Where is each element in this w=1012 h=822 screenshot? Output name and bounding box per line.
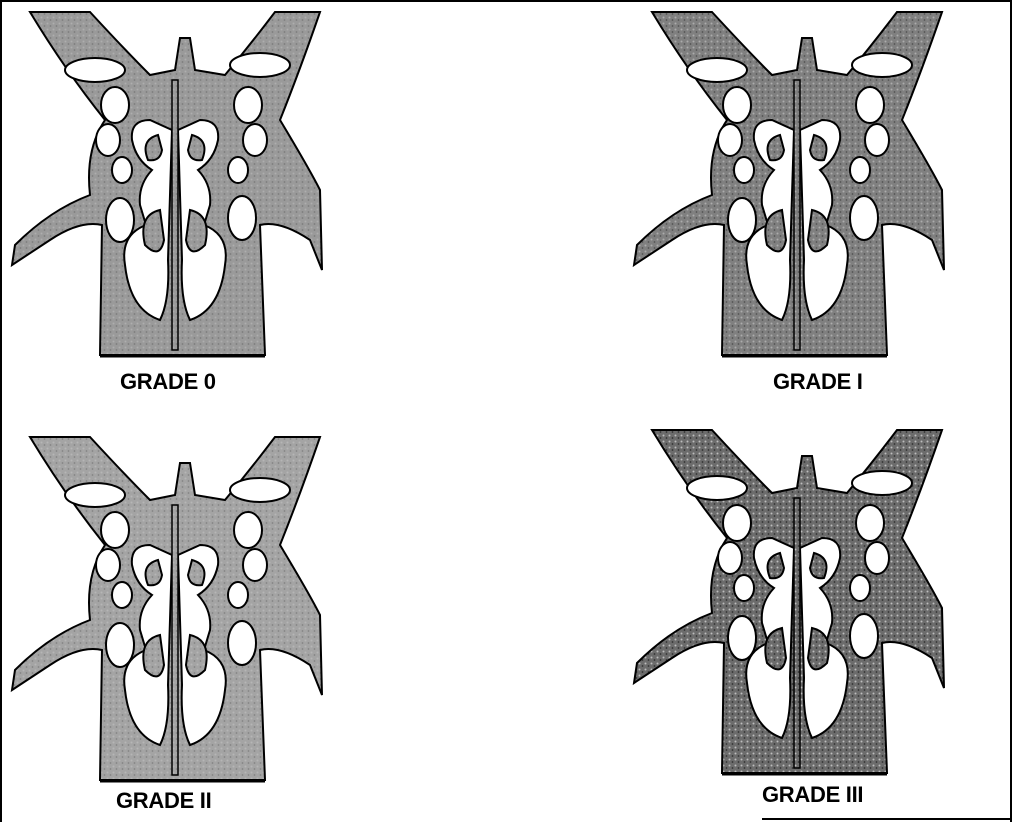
air-cell (850, 196, 878, 240)
air-cell (112, 157, 132, 183)
panel-grade-1 (632, 10, 952, 370)
air-cell (718, 124, 742, 156)
air-cell (230, 478, 290, 502)
air-cell (687, 58, 747, 82)
air-cell (96, 549, 120, 581)
air-cell (850, 575, 870, 601)
air-cell (718, 542, 742, 574)
sinus-diagram-grade-3 (632, 428, 952, 788)
air-cell (865, 124, 889, 156)
air-cell (228, 157, 248, 183)
nasal-septum (172, 80, 178, 350)
nasal-septum (794, 80, 800, 350)
air-cell (734, 575, 754, 601)
nasal-septum (172, 505, 178, 775)
bottom-rule (762, 818, 1010, 820)
air-cell (243, 124, 267, 156)
air-cell (687, 476, 747, 500)
panel-grade-2 (10, 435, 330, 795)
panel-grade-3 (632, 428, 952, 788)
sinus-diagram-grade-2 (10, 435, 330, 795)
air-cell (101, 87, 129, 123)
nasal-septum (794, 498, 800, 768)
air-cell (228, 621, 256, 665)
caption-grade-3: GRADE III (762, 782, 863, 808)
air-cell (65, 483, 125, 507)
caption-grade-1: GRADE I (773, 369, 863, 395)
air-cell (243, 549, 267, 581)
air-cell (230, 53, 290, 77)
air-cell (865, 542, 889, 574)
caption-grade-0: GRADE 0 (120, 369, 216, 395)
air-cell (228, 582, 248, 608)
sinus-diagram-grade-1 (632, 10, 952, 370)
caption-grade-2: GRADE II (116, 788, 211, 814)
sinus-diagram-grade-0 (10, 10, 330, 370)
air-cell (734, 157, 754, 183)
air-cell (856, 87, 884, 123)
air-cell (234, 512, 262, 548)
air-cell (850, 157, 870, 183)
air-cell (852, 53, 912, 77)
air-cell (723, 87, 751, 123)
air-cell (112, 582, 132, 608)
air-cell (101, 512, 129, 548)
panel-grade-0 (10, 10, 330, 370)
air-cell (96, 124, 120, 156)
air-cell (228, 196, 256, 240)
air-cell (65, 58, 125, 82)
air-cell (723, 505, 751, 541)
air-cell (850, 614, 878, 658)
air-cell (234, 87, 262, 123)
air-cell (852, 471, 912, 495)
air-cell (856, 505, 884, 541)
